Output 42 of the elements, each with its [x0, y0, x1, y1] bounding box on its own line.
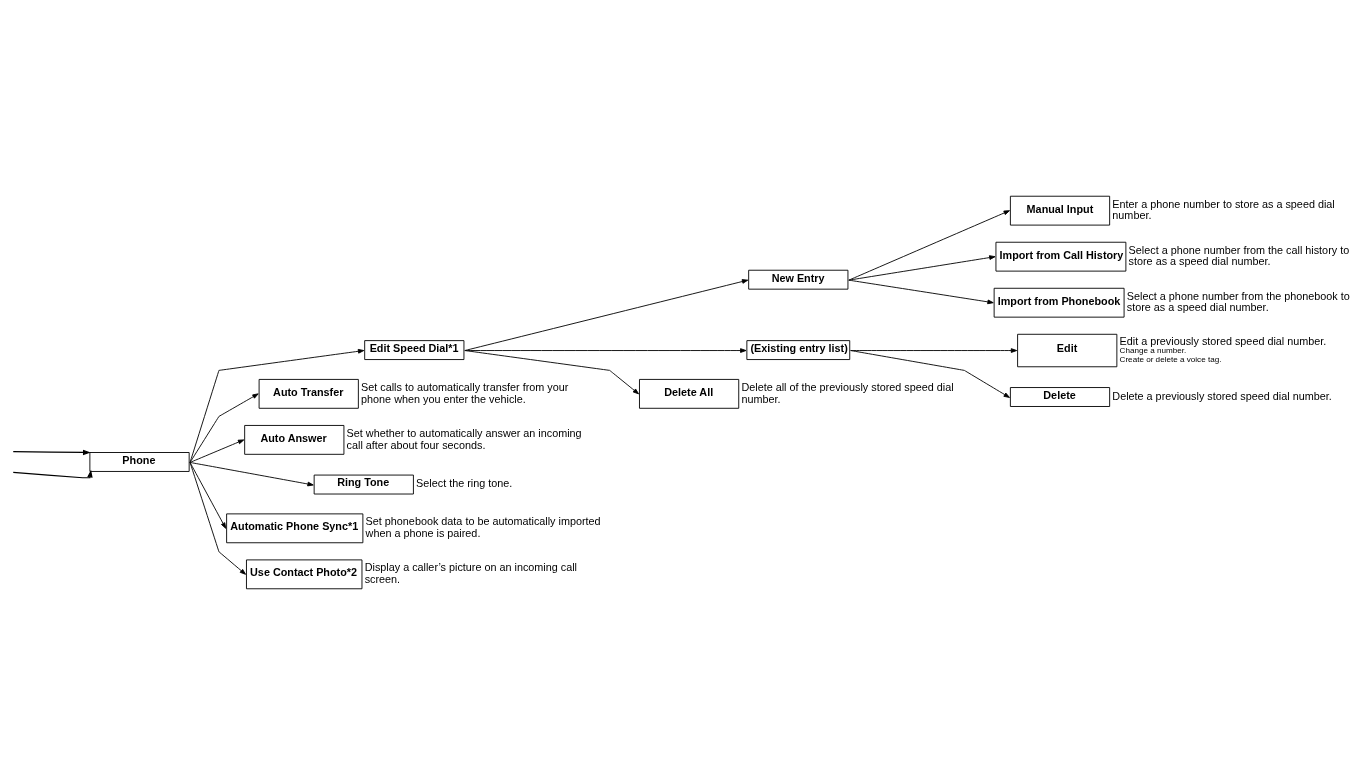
arrow	[464, 278, 749, 351]
node-box: Automatic Phone Sync*1	[226, 512, 364, 543]
node-box: Auto Answer	[244, 424, 345, 455]
arrow	[189, 461, 314, 486]
node-label: Change a number.	[1119, 345, 1187, 355]
node-label: Display a caller’s picture on an incoming call screen.	[364, 560, 578, 585]
arrow	[848, 254, 996, 281]
node-label: Delete a previously stored speed dial number.	[1112, 389, 1332, 402]
node-label: Set whether to automatically answer an incoming call after about four seconds.	[346, 426, 582, 451]
arrow	[12, 449, 91, 455]
node-label: Select the ring tone.	[416, 476, 513, 489]
node-label: Create or delete a voice tag.	[1119, 354, 1222, 364]
node-label: Edit a previously stored speed dial number.	[1119, 334, 1327, 347]
arrow	[464, 349, 640, 394]
arrow	[850, 349, 1010, 398]
node-box: Auto Transfer	[258, 378, 359, 409]
node-box: Edit Speed Dial*1	[364, 339, 465, 360]
node-box: Import from Phonebook	[993, 287, 1125, 318]
arrow	[848, 209, 1010, 281]
node-label: Enter a phone number to store as a speed dial number.	[1112, 197, 1335, 221]
arrow	[848, 279, 994, 304]
node-box: (Existing entry list)	[746, 339, 851, 360]
node-box: Phone	[89, 451, 190, 472]
node-label: Select a phone number from the call history to store as a speed dial number.	[1128, 243, 1350, 267]
arrow	[189, 348, 365, 463]
node-box: New Entry	[748, 269, 849, 290]
arrow	[189, 461, 246, 575]
arrow	[12, 469, 93, 478]
node-box: Edit	[1017, 333, 1118, 367]
arrow	[189, 461, 227, 529]
node-box: Ring Tone	[313, 474, 414, 494]
node-box: Import from Call History	[995, 241, 1127, 272]
node-box: Delete All	[639, 378, 740, 409]
node-box: Use Contact Photo*2	[246, 558, 363, 589]
node-label: Set phonebook data to be automatically imported when a phone is paired.	[365, 514, 601, 539]
arrow	[189, 438, 245, 463]
arrow	[189, 392, 259, 463]
node-box: Delete	[1009, 386, 1111, 407]
node-label: Set calls to automatically transfer from your phone when you enter the vehicle.	[361, 380, 569, 405]
node-label: Select a phone number from the phonebook to store as a speed dial number.	[1126, 289, 1350, 313]
node-box: Manual Input	[1009, 195, 1111, 226]
node-label: Delete all of the previously stored speed dial number.	[741, 380, 954, 405]
